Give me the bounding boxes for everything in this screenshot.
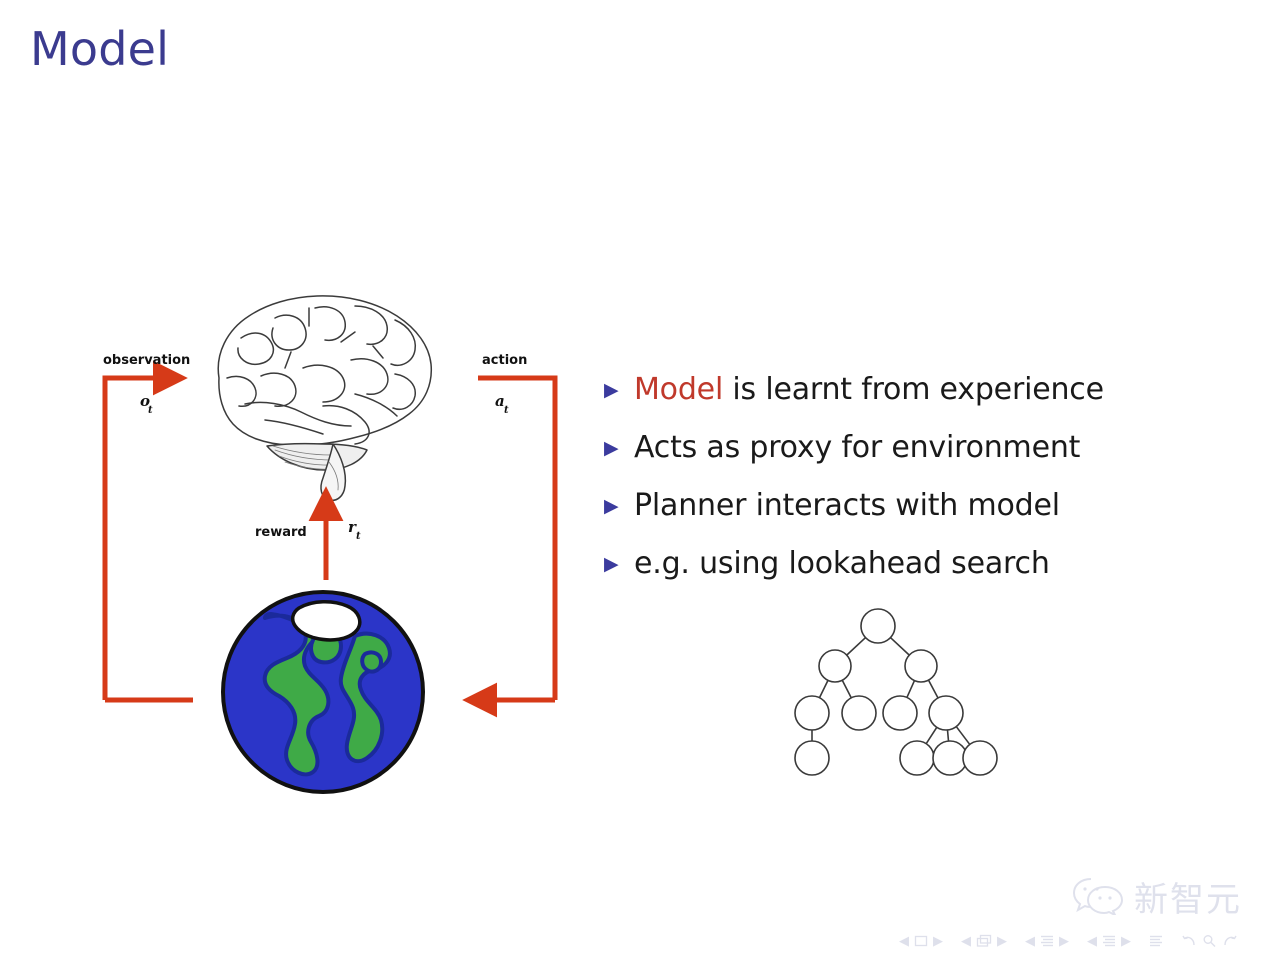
observation-symbol: o [140,392,150,410]
bullet-triangle-icon: ▶ [604,495,619,517]
list-item-suffix: is learnt from experience [723,372,1104,407]
section-icon[interactable] [1102,934,1116,948]
tree-edge [846,636,867,656]
presentation-icon[interactable] [1149,934,1163,948]
tree-node [899,740,935,776]
prev-subsection-button[interactable]: ◀ [1025,933,1035,949]
frames-icon[interactable] [976,934,992,948]
highlight-term: Model [634,372,724,407]
subsection-nav-group[interactable]: ◀ ▶ [1025,934,1069,948]
slide-nav-group[interactable]: ◀ ▶ [899,935,943,948]
action-label: action [482,353,527,368]
back-icon[interactable] [1181,934,1197,948]
list-item-label: Planner interacts with model [634,488,1060,523]
tree-edge [906,680,916,698]
reward-label: reward [255,525,307,540]
frame-nav-group[interactable]: ◀ ▶ [961,934,1007,948]
prev-frame-button[interactable]: ◀ [961,933,971,949]
tree-edge [955,726,971,745]
tree-node [818,649,852,683]
globe-earth-icon [221,590,425,794]
reward-symbol-subscript: t [356,531,361,542]
prev-slide-button[interactable]: ◀ [899,933,909,949]
forward-icon[interactable] [1222,934,1238,948]
section-nav-group[interactable]: ◀ ▶ [1087,934,1131,948]
tree-edge [818,680,829,699]
tree-edge [946,729,950,742]
agent-environment-loop-diagram: observation o t action a t reward r t [70,280,590,820]
bullet-list: ▶ Model is learnt from experience ▶ Acts… [604,372,1204,604]
observation-label: observation [103,353,190,368]
tree-edge [927,679,939,699]
next-subsection-button[interactable]: ▶ [1059,933,1069,949]
page-title: Model [30,22,170,76]
lookahead-search-tree [780,598,1010,788]
bullet-triangle-icon: ▶ [604,437,619,459]
tree-node [794,695,830,731]
action-symbol-subscript: t [504,405,509,416]
observation-symbol-subscript: t [148,405,153,416]
slide-icon[interactable] [914,935,928,947]
tree-edges [811,636,971,745]
tree-node [904,649,938,683]
list-item: ▶ e.g. using lookahead search [604,546,1204,604]
tree-node [962,740,998,776]
tree-nodes [794,608,998,776]
list-item-label: Acts as proxy for environment [634,430,1081,465]
tree-node [860,608,896,644]
tree-node [882,695,918,731]
action-arrow [462,375,558,718]
list-item-label: Model is learnt from experience [634,372,1104,407]
prev-section-button[interactable]: ◀ [1087,933,1097,949]
tree-edge [925,726,938,745]
subsection-icon[interactable] [1040,934,1054,948]
next-section-button[interactable]: ▶ [1121,933,1131,949]
list-item: ▶ Planner interacts with model [604,488,1204,546]
tree-node [794,740,830,776]
observation-arrow [102,360,193,703]
tree-node [928,695,964,731]
list-item-label: e.g. using lookahead search [634,546,1050,581]
beamer-navigation-bar[interactable]: ◀ ▶ ◀ ▶ ◀ ▶ ◀ [899,934,1250,948]
search-icon[interactable] [1202,934,1217,948]
tree-node [932,740,968,776]
wechat-icon [1072,875,1124,919]
action-symbol: a [495,392,505,410]
watermark-text: 新智元 [1134,880,1242,920]
bullet-triangle-icon: ▶ [604,379,619,401]
list-item: ▶ Acts as proxy for environment [604,430,1204,488]
list-item: ▶ Model is learnt from experience [604,372,1204,430]
tree-edge [841,679,852,699]
presentation-nav-group[interactable] [1149,934,1163,948]
next-frame-button[interactable]: ▶ [997,933,1007,949]
history-nav-group[interactable] [1181,934,1238,948]
reward-symbol: r [348,518,357,536]
next-slide-button[interactable]: ▶ [933,933,943,949]
watermark: 新智元 [1072,872,1242,921]
brain-sketch-icon [217,295,433,502]
bullet-triangle-icon: ▶ [604,553,619,575]
tree-node [841,695,877,731]
tree-edge [889,636,910,656]
